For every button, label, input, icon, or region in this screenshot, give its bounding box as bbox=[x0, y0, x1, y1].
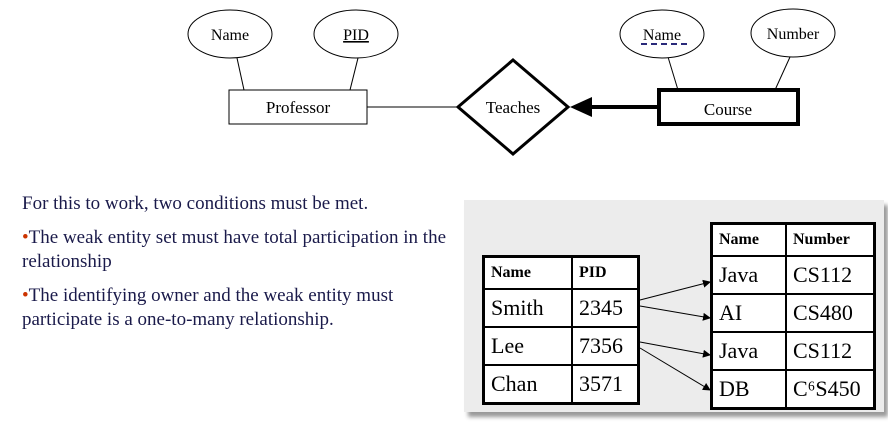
entity-professor-label: Professor bbox=[266, 98, 331, 117]
attr-prof-pid-label: PID bbox=[343, 27, 369, 44]
attr-course-number-label: Number bbox=[767, 26, 820, 43]
table-cell: Chan bbox=[482, 364, 573, 405]
arrow-lee-db bbox=[639, 347, 711, 391]
table-cell: AI bbox=[710, 293, 787, 333]
attr-prof-pid bbox=[313, 9, 399, 59]
connector-course-name bbox=[667, 56, 679, 91]
course-col-number: Number bbox=[785, 222, 876, 257]
bullet-1: •The weak entity set must have total par… bbox=[22, 227, 447, 272]
entity-course bbox=[657, 88, 800, 126]
arrow-head bbox=[570, 97, 592, 117]
bullet-2: •The identifying owner and the weak enti… bbox=[22, 285, 394, 330]
relationship-teaches-label: Teaches bbox=[486, 98, 541, 117]
table-cell: Lee bbox=[482, 326, 573, 366]
table-cell: DB bbox=[710, 369, 787, 410]
professor-col-name: Name bbox=[482, 255, 573, 290]
table-cell: 2345 bbox=[571, 288, 640, 328]
table-row: Chan 3571 bbox=[482, 364, 640, 405]
er-diagram: Name PID Professor Teaches Name Number C… bbox=[187, 8, 836, 156]
table-cell: 7356 bbox=[571, 326, 640, 366]
connector-course-number bbox=[774, 56, 791, 91]
entity-course-label: Course bbox=[704, 100, 752, 119]
attr-course-name bbox=[619, 9, 705, 59]
connector-prof-name bbox=[236, 57, 245, 91]
course-table: Name Number Java CS112 AI CS480 Java CS1… bbox=[710, 222, 876, 410]
table-cell: Smith bbox=[482, 288, 573, 328]
table-row: Lee 7356 bbox=[482, 326, 640, 366]
table-row: Java CS112 bbox=[710, 331, 876, 371]
table-row: Java CS112 bbox=[710, 255, 876, 295]
instance-panel: Name PID Smith 2345 Lee 7356 Chan 3571 N… bbox=[464, 200, 884, 412]
intro-text: For this to work, two conditions must be… bbox=[22, 193, 369, 214]
mapping-arrows bbox=[639, 279, 711, 391]
professor-table: Name PID Smith 2345 Lee 7356 Chan 3571 bbox=[482, 255, 640, 405]
attr-course-name-label: Name bbox=[643, 27, 681, 44]
arrow-lee-java bbox=[639, 341, 711, 358]
connector-prof-pid bbox=[349, 57, 359, 91]
table-cell: C⁶S450 bbox=[785, 369, 876, 410]
arrow-smith-ai bbox=[639, 305, 711, 321]
table-cell: CS480 bbox=[785, 293, 876, 333]
table-cell: Java bbox=[710, 331, 787, 371]
table-row: AI CS480 bbox=[710, 293, 876, 333]
arrow-smith-java bbox=[639, 279, 711, 301]
table-row: Smith 2345 bbox=[482, 288, 640, 328]
table-cell: CS112 bbox=[785, 255, 876, 295]
attr-course-number bbox=[750, 8, 836, 58]
table-row: DB C⁶S450 bbox=[710, 369, 876, 410]
table-cell: Java bbox=[710, 255, 787, 295]
entity-professor bbox=[228, 89, 368, 125]
table-cell: CS112 bbox=[785, 331, 876, 371]
course-col-name: Name bbox=[710, 222, 787, 257]
attr-prof-name bbox=[187, 9, 273, 59]
attr-prof-name-label: Name bbox=[211, 27, 249, 44]
explanation-text: For this to work, two conditions must be… bbox=[22, 192, 462, 342]
table-cell: 3571 bbox=[571, 364, 640, 405]
relationship-teaches bbox=[455, 58, 571, 156]
professor-col-pid: PID bbox=[571, 255, 640, 290]
